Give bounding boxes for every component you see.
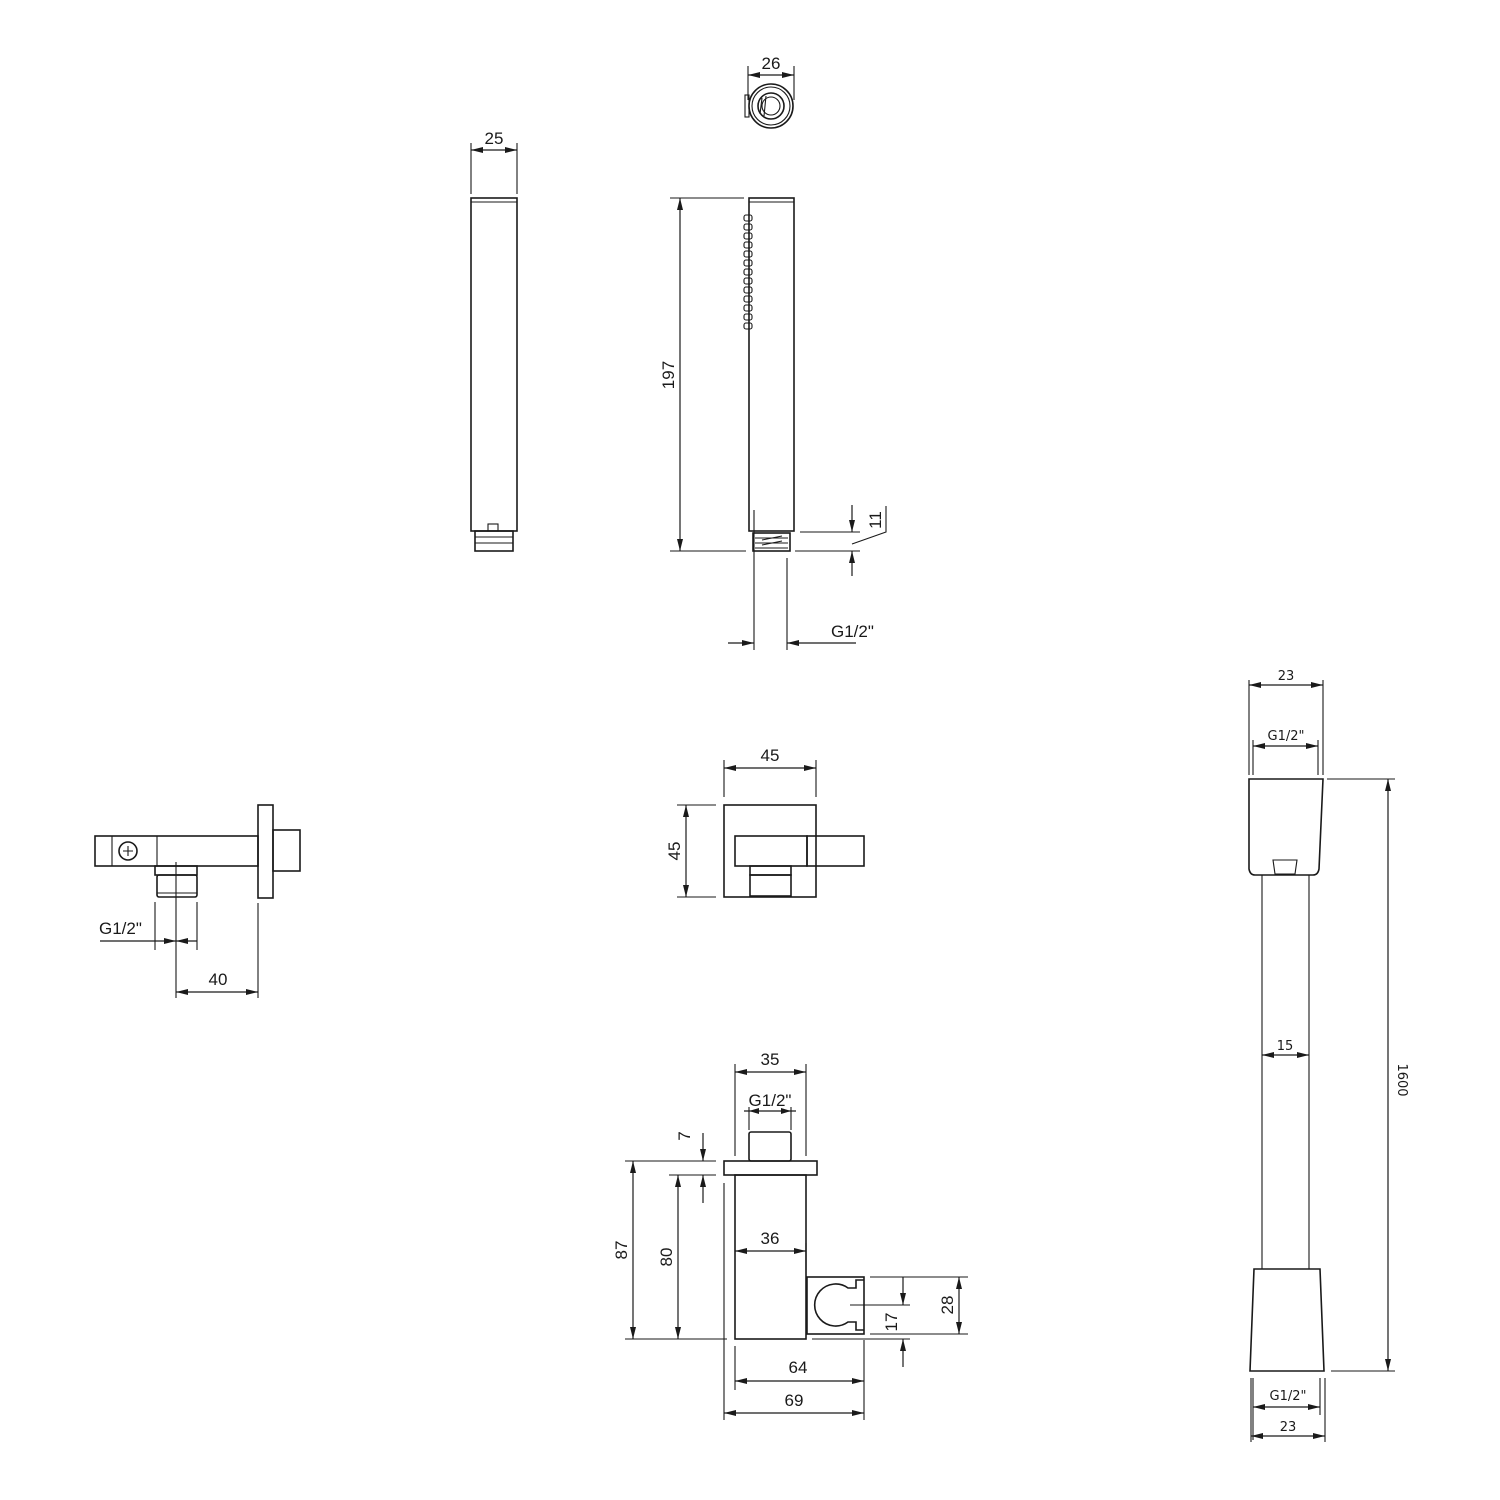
dim-end-diameter: 26 — [762, 54, 781, 73]
dim-flange: 7 — [675, 1131, 694, 1140]
dim-outlet-width: 35 — [761, 1050, 780, 1069]
dim-depth-inner: 64 — [789, 1358, 808, 1377]
dim-overall-height: 87 — [612, 1241, 631, 1260]
dim-elbow-projection: 40 — [209, 970, 228, 989]
hand-shower-end-view: 26 — [744, 54, 795, 129]
dim-length: 197 — [659, 361, 678, 389]
dim-holder-center: 17 — [882, 1313, 901, 1332]
dim-elbow-height: 45 — [665, 842, 684, 861]
dim-hose-top-thread: G1/2" — [1268, 729, 1305, 744]
dim-body-height: 80 — [657, 1248, 676, 1267]
spray-nozzles — [743, 214, 753, 330]
dim-elbow-thread: G1/2" — [99, 919, 142, 938]
dim-depth-overall: 69 — [785, 1391, 804, 1410]
dim-thread: G1/2" — [831, 622, 874, 641]
dim-elbow-width: 45 — [761, 746, 780, 765]
dim-body-width: 36 — [761, 1229, 780, 1248]
hand-shower-side-view: 25 — [470, 129, 518, 552]
dim-thread-length: 11 — [866, 511, 885, 529]
dim-side-width: 25 — [485, 129, 504, 148]
hose-view: 23 G1/2" 15 1600 G1/2" 23 — [1248, 669, 1409, 1442]
dim-outlet-thread: G1/2" — [749, 1091, 792, 1110]
dim-holder-height: 28 — [938, 1296, 957, 1315]
wall-elbow-side-view: G1/2" 40 — [94, 804, 301, 998]
hand-shower-front-view: 197 11 G1/2" — [659, 197, 887, 650]
dim-hose-bottom-width: 23 — [1280, 1420, 1297, 1435]
holder-outlet-view: 35 G1/2" 7 87 80 36 28 17 — [612, 1050, 968, 1420]
dim-hose-length: 1600 — [1394, 1063, 1409, 1096]
dim-hose-top-width: 23 — [1278, 669, 1295, 684]
dim-hose-diameter: 15 — [1277, 1039, 1294, 1054]
dim-hose-bottom-thread: G1/2" — [1270, 1389, 1307, 1404]
wall-elbow-front-view: 45 45 — [665, 746, 865, 898]
